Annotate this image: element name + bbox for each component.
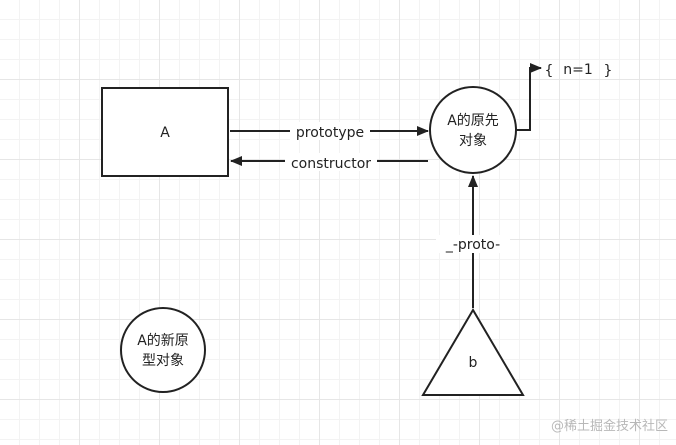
node-a-new-prototype-line2: 型对象 — [142, 353, 184, 369]
node-a[interactable]: A — [101, 87, 229, 177]
node-a-new-prototype-line1: A的新原 — [137, 333, 189, 349]
edge-prototype-label: prototype — [296, 125, 364, 141]
node-a-original-prototype-line2: 对象 — [459, 133, 487, 149]
node-a-original-prototype[interactable]: A的原先 对象 — [429, 86, 517, 174]
edge-to-object — [516, 63, 542, 131]
edge-constructor: constructor — [230, 153, 428, 172]
node-a-original-prototype-line1: A的原先 — [447, 113, 499, 129]
object-open-brace: { — [545, 63, 554, 79]
node-b-label: b — [469, 355, 478, 371]
edge-proto: _-proto- — [436, 175, 510, 308]
edge-prototype: prototype — [230, 122, 429, 141]
watermark: @稀土掘金技术社区 — [551, 418, 668, 434]
edge-constructor-label: constructor — [291, 156, 371, 172]
node-a-label: A — [160, 125, 170, 141]
node-object-literal[interactable]: { n=1 } — [545, 62, 613, 79]
node-a-new-prototype[interactable]: A的新原 型对象 — [120, 307, 206, 393]
object-close-brace: } — [604, 63, 613, 79]
edge-proto-label-bg — [436, 235, 510, 253]
edge-constructor-label-bg — [285, 153, 377, 171]
edge-prototype-label-bg — [290, 122, 370, 140]
edge-proto-label: _-proto- — [445, 237, 500, 253]
object-content: n=1 — [563, 62, 593, 78]
node-b[interactable]: b — [421, 308, 525, 396]
